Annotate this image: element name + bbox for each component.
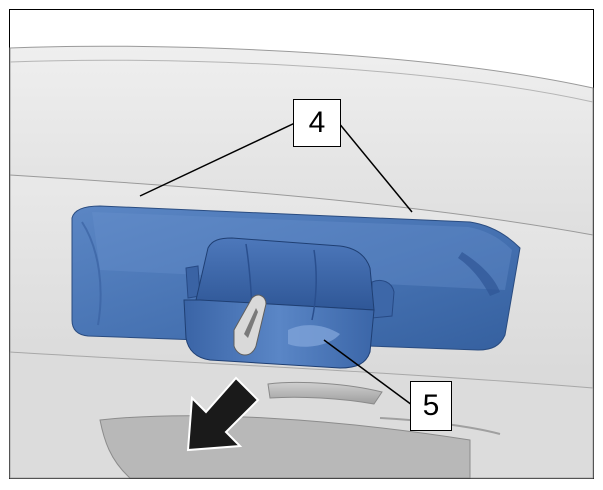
callout-label-4: 4 bbox=[293, 99, 341, 147]
callout-label-5: 5 bbox=[410, 381, 452, 431]
lower-cover-lip bbox=[267, 381, 383, 405]
latch-top-ridge-2 bbox=[311, 249, 317, 321]
leader-line-4-right bbox=[337, 121, 413, 213]
right-clip-stub bbox=[371, 279, 395, 319]
recess-left-rib bbox=[81, 221, 102, 326]
latch-tongue-slot bbox=[244, 308, 258, 338]
leader-line-5 bbox=[323, 339, 413, 406]
leader-line-4-left bbox=[139, 121, 298, 197]
latch-housing-front bbox=[183, 299, 375, 369]
arrow-down-left-icon bbox=[186, 376, 260, 452]
recess-right-notch bbox=[458, 252, 500, 296]
lining-edge bbox=[9, 59, 594, 103]
latch-housing-top bbox=[195, 237, 375, 311]
